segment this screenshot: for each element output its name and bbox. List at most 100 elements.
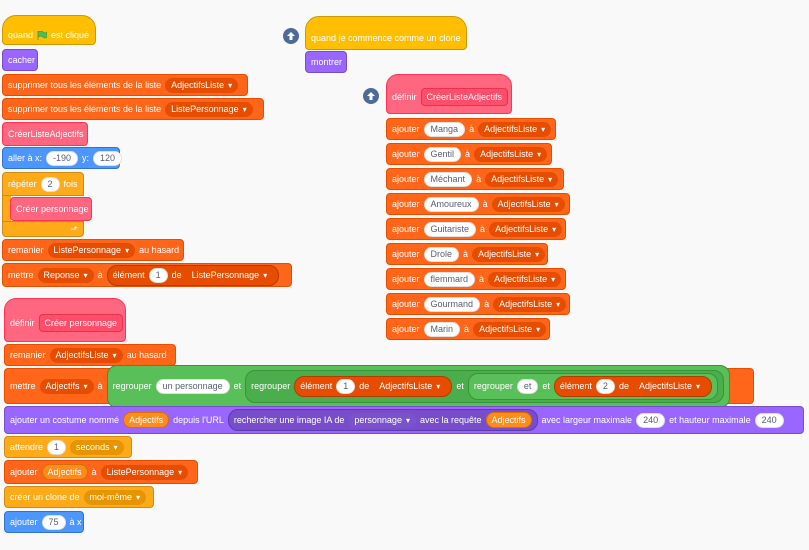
item-value-input[interactable]: Amoureux (423, 196, 479, 212)
variable-dropdown[interactable]: Adjectifs (39, 378, 94, 394)
list-dropdown[interactable]: AdjectifsListe (485, 171, 559, 187)
set-variable-block[interactable]: mettre Reponse à élément 1 de ListePerso… (2, 263, 292, 287)
item-of-list-reporter[interactable]: élément 2 de AdjectifsListe (553, 375, 712, 397)
delete-all-list1-block[interactable]: supprimer tous les éléments de la liste … (2, 74, 248, 96)
random-label: au hasard (139, 245, 180, 255)
list-dropdown[interactable]: AdjectifsListe (478, 121, 552, 137)
join-reporter-outer[interactable]: regrouper un personnage et regrouper élé… (106, 364, 730, 408)
when-clone-starts-block[interactable]: quand je commence comme un clone (305, 16, 467, 50)
set-variable-join-block[interactable]: mettre Adjectifs à regrouper un personna… (4, 364, 754, 408)
item-of-list-reporter[interactable]: élément 1 de AdjectifsListe (294, 375, 453, 397)
max-width-input[interactable]: 240 (636, 412, 666, 428)
collapse-arrow-icon[interactable] (283, 28, 299, 44)
list-dropdown[interactable]: ListePersonnage (185, 267, 274, 283)
item-index-input[interactable]: 2 (595, 378, 615, 394)
define-create-adjectives-block[interactable]: définir CréerListeAdjectifs (386, 74, 512, 114)
unit-dropdown[interactable]: seconds (70, 439, 124, 455)
list-dropdown[interactable]: AdjectifsListe (472, 246, 546, 262)
and-label: et (456, 381, 464, 391)
add-costume-from-url-block[interactable]: ajouter un costume nommé Adjectifs depui… (4, 406, 804, 434)
item-value-input[interactable]: Manga (423, 121, 466, 137)
define-label: définir (10, 318, 35, 328)
when-flag-clicked-block[interactable]: quand est cliqué (2, 15, 96, 45)
max-height-input[interactable]: 240 (754, 412, 784, 428)
item-value-input[interactable]: flemmard (423, 271, 476, 287)
to-label: à (479, 274, 485, 284)
shuffle-list-block[interactable]: remanier ListePersonnage au hasard (2, 239, 184, 261)
item-index-input[interactable]: 1 (336, 378, 356, 394)
repeat-block[interactable]: répéter 2 fois (2, 172, 84, 196)
variable-reporter[interactable]: Adjectifs (41, 464, 88, 480)
to-label: à (482, 199, 488, 209)
list-dropdown[interactable]: AdjectifsListe (493, 296, 567, 312)
shuffle-label: remanier (8, 245, 44, 255)
repeat-arm (2, 196, 11, 222)
change-x-input[interactable]: 75 (41, 514, 66, 530)
create-clone-block[interactable]: créer un clone de moi-même (4, 486, 154, 508)
list-dropdown[interactable]: AdjectifsListe (473, 321, 547, 337)
list-dropdown[interactable]: AdjectifsListe (488, 271, 562, 287)
join-text-input[interactable]: un personnage (155, 378, 230, 394)
list-dropdown[interactable]: AdjectifsListe (373, 378, 447, 394)
list-dropdown[interactable]: ListePersonnage (165, 101, 253, 117)
clone-hat-label: quand je commence comme un clone (311, 33, 461, 43)
max-height-label: et hauteur maximale (669, 415, 751, 425)
add-label: ajouter (392, 124, 420, 134)
list-dropdown[interactable]: ListePersonnage (100, 464, 189, 480)
add-costume-label: ajouter un costume nommé (10, 415, 120, 425)
item-value-input[interactable]: Méchant (423, 171, 473, 187)
repeat-count-input[interactable]: 2 (40, 176, 60, 192)
list-dropdown[interactable]: AdjectifsListe (632, 378, 706, 394)
list-dropdown[interactable]: AdjectifsListe (491, 196, 565, 212)
variable-reporter[interactable]: Adjectifs (123, 412, 170, 428)
goto-xy-block[interactable]: aller à x: -190 y: 120 (2, 147, 123, 169)
wait-input[interactable]: 1 (47, 439, 67, 455)
add-label: ajouter (392, 274, 420, 284)
y-input[interactable]: 120 (93, 150, 123, 166)
call-create-adjectives-block[interactable]: CréerListeAdjectifs (2, 122, 88, 146)
list-dropdown[interactable]: AdjectifsListe (165, 77, 239, 93)
list-dropdown[interactable]: AdjectifsListe (474, 146, 548, 162)
item-value-input[interactable]: Marin (423, 321, 461, 337)
change-x-block[interactable]: ajouter 75 à x (4, 511, 84, 533)
item-value-input[interactable]: Gourmand (423, 296, 481, 312)
list-dropdown[interactable]: AdjectifsListe (49, 347, 123, 363)
delete-all-list2-block[interactable]: supprimer tous les éléments de la liste … (2, 98, 264, 120)
collapse-arrow-icon[interactable] (363, 88, 379, 104)
join-reporter-middle[interactable]: regrouper élément 1 de AdjectifsListe et… (245, 369, 724, 403)
item-value-input[interactable]: Guitariste (423, 221, 477, 237)
to-label: à (97, 381, 103, 391)
add-to-list-block[interactable]: ajouter Adjectifs à ListePersonnage (4, 460, 198, 484)
ai-image-search-reporter[interactable]: rechercher une image IA de personnage av… (227, 409, 538, 431)
join-reporter-inner[interactable]: regrouper et et élément 2 de AdjectifsLi… (467, 372, 718, 400)
item-of-list-reporter[interactable]: élément 1 de ListePersonnage (106, 264, 280, 286)
x-input[interactable]: -190 (46, 150, 79, 166)
variable-dropdown[interactable]: Reponse (37, 267, 94, 283)
item-value-input[interactable]: Drole (423, 246, 460, 262)
item-index-input[interactable]: 1 (148, 267, 168, 283)
add-label: ajouter (10, 467, 38, 477)
subject-dropdown[interactable]: personnage (348, 412, 416, 428)
shuffle-list-block[interactable]: remanier AdjectifsListe au hasard (4, 344, 176, 366)
define-create-character-block[interactable]: définir Créer personnage (4, 298, 126, 342)
variable-reporter[interactable]: Adjectifs (485, 412, 532, 428)
item-value-input[interactable]: Gentil (423, 146, 462, 162)
wait-block[interactable]: attendre 1 seconds (4, 436, 132, 458)
list-dropdown[interactable]: ListePersonnage (47, 242, 136, 258)
hide-block[interactable]: cacher (2, 49, 38, 71)
join-text-input[interactable]: et (516, 378, 539, 394)
show-block[interactable]: montrer (305, 51, 347, 73)
add-label: ajouter (392, 224, 420, 234)
clone-target-dropdown[interactable]: moi-même (83, 489, 147, 505)
call-create-character-block[interactable]: Créer personnage (10, 197, 92, 221)
list-dropdown[interactable]: AdjectifsListe (489, 221, 563, 237)
